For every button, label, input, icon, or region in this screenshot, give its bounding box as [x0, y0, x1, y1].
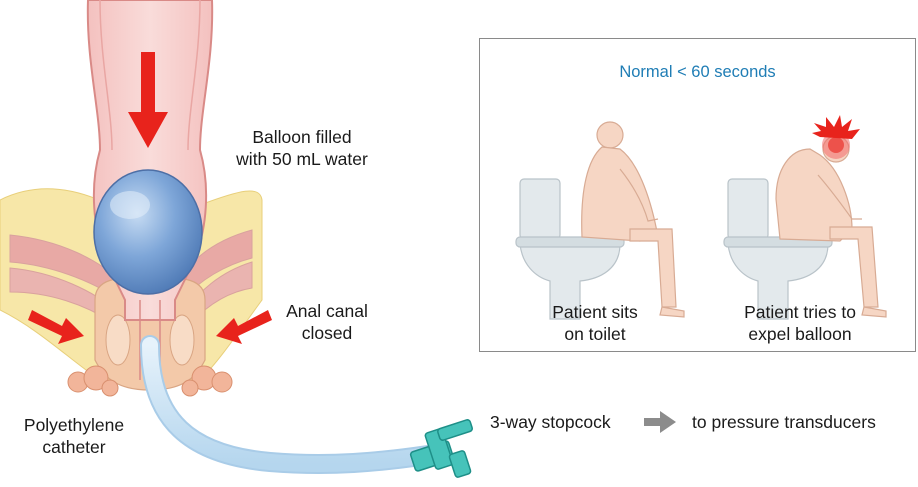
anal-canal-label: Anal canal closed: [272, 300, 382, 344]
caption-sits-line2: on toilet: [520, 323, 670, 345]
patient-figures: [480, 109, 914, 329]
balloon-label: Balloon filled with 50 mL water: [222, 126, 382, 170]
catheter-label-line2: catheter: [4, 436, 144, 458]
anal-canal-label-line1: Anal canal: [272, 300, 382, 322]
water-balloon: [94, 170, 202, 294]
caption-tries-line2: expel balloon: [720, 323, 880, 345]
patient-straining-figure: [776, 136, 886, 317]
caption-sits-line1: Patient sits: [520, 301, 670, 323]
caption-tries: Patient tries to expel balloon: [720, 301, 880, 345]
anal-canal-label-line2: closed: [272, 322, 382, 344]
transducer-label: to pressure transducers: [692, 411, 876, 433]
patient-sitting-figure: [582, 122, 684, 317]
caption-tries-line1: Patient tries to: [720, 301, 880, 323]
balloon-label-line1: Balloon filled: [222, 126, 382, 148]
stopcock-label: 3-way stopcock: [490, 411, 611, 433]
panel-title: Normal < 60 seconds: [480, 63, 915, 82]
catheter-label-line1: Polyethylene: [4, 414, 144, 436]
catheter-label: Polyethylene catheter: [4, 414, 144, 458]
balloon-expulsion-panel: Normal < 60 seconds: [479, 38, 916, 352]
strain-burst-icon: [812, 115, 860, 159]
flow-arrow: [644, 411, 676, 433]
caption-sits: Patient sits on toilet: [520, 301, 670, 345]
balloon-label-line2: with 50 mL water: [222, 148, 382, 170]
